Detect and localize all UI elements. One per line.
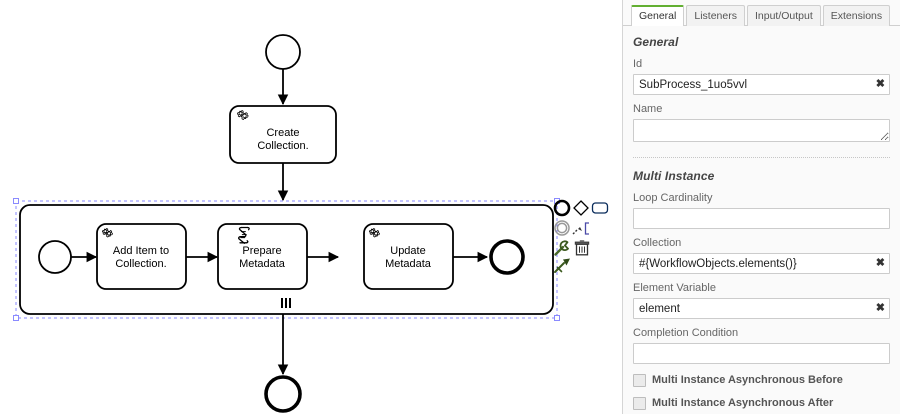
- end-event: [264, 375, 302, 413]
- properties-panel: General Listeners Input/Output Extension…: [622, 0, 900, 414]
- multi-instance-parallel-marker: [281, 298, 291, 308]
- name-textarea[interactable]: [633, 119, 890, 142]
- subprocess-end-event: [489, 239, 525, 275]
- async-after-label: Multi Instance Asynchronous After: [652, 397, 834, 409]
- delete-trash-icon[interactable]: [573, 239, 591, 257]
- context-pad[interactable]: [553, 199, 609, 275]
- tab-input-output[interactable]: Input/Output: [746, 5, 821, 26]
- field-element-variable: Element Variable ✖: [633, 282, 890, 319]
- clear-id-icon[interactable]: ✖: [875, 78, 885, 90]
- element-variable-input[interactable]: [633, 298, 890, 319]
- script-task-scroll-icon: [238, 226, 250, 244]
- completion-condition-input[interactable]: [633, 343, 890, 364]
- group-title-general: General: [633, 35, 679, 49]
- loop-cardinality-input[interactable]: [633, 208, 890, 229]
- service-task-gear-icon: [101, 228, 113, 238]
- append-intermediate-event-icon[interactable]: [553, 219, 571, 237]
- properties-tab-bar[interactable]: General Listeners Input/Output Extension…: [623, 0, 900, 26]
- append-text-annotation-icon[interactable]: [572, 219, 590, 237]
- change-type-wrench-icon[interactable]: [553, 239, 571, 257]
- task-label-line2: Metadata: [239, 258, 286, 270]
- task-label-line2: Collection.: [257, 140, 308, 152]
- properties-body: General Id ✖ Name Multi Instan: [623, 26, 900, 414]
- service-task-gear-icon: [368, 228, 380, 238]
- task-label-line1: Update: [390, 245, 425, 257]
- task-label-line1: Add Item to: [113, 245, 169, 257]
- field-label-element-variable: Element Variable: [633, 282, 716, 294]
- field-id: Id ✖: [633, 58, 890, 95]
- tab-general[interactable]: General: [631, 5, 685, 26]
- connect-arrow-icon[interactable]: [553, 257, 571, 275]
- task-create-collection: Create Collection.: [229, 105, 337, 164]
- group-multi-instance: Multi Instance Loop Cardinality Collecti…: [633, 157, 890, 414]
- id-input[interactable]: [633, 74, 890, 95]
- field-name: Name: [633, 103, 890, 147]
- async-after-checkbox[interactable]: [633, 397, 646, 410]
- field-completion-condition: Completion Condition: [633, 327, 890, 364]
- task-prepare-metadata: Prepare Metadata: [217, 223, 308, 290]
- append-task-icon[interactable]: [591, 200, 609, 218]
- start-event: [265, 34, 301, 70]
- field-label-collection: Collection: [633, 237, 682, 249]
- field-label-name: Name: [633, 103, 663, 115]
- subprocess-start-event: [38, 240, 72, 274]
- clear-collection-icon[interactable]: ✖: [875, 257, 885, 269]
- task-update-metadata: Update Metadata: [363, 223, 454, 290]
- group-general: General Id ✖ Name: [633, 26, 890, 147]
- tab-extensions[interactable]: Extensions: [822, 5, 891, 26]
- task-add-item-to-collection: Add Item to Collection.: [96, 223, 187, 290]
- task-label-line1: Create: [266, 127, 299, 139]
- service-task-gear-icon: [237, 110, 249, 120]
- collection-input[interactable]: [633, 253, 890, 274]
- field-collection: Collection ✖: [633, 237, 890, 274]
- append-gateway-icon[interactable]: [572, 199, 590, 217]
- checkbox-row-async-before[interactable]: Multi Instance Asynchronous Before: [633, 374, 890, 387]
- clear-element-variable-icon[interactable]: ✖: [875, 302, 885, 314]
- group-title-multi-instance: Multi Instance: [633, 169, 715, 183]
- field-label-loop-cardinality: Loop Cardinality: [633, 192, 713, 204]
- checkbox-row-async-after[interactable]: Multi Instance Asynchronous After: [633, 397, 890, 410]
- async-before-label: Multi Instance Asynchronous Before: [652, 374, 843, 386]
- task-label-line2: Collection.: [115, 258, 166, 270]
- field-label-id: Id: [633, 58, 643, 70]
- task-label-line1: Prepare: [242, 245, 281, 257]
- async-before-checkbox[interactable]: [633, 374, 646, 387]
- diagram-canvas[interactable]: Create Collection.: [0, 0, 622, 414]
- field-loop-cardinality: Loop Cardinality: [633, 192, 890, 229]
- field-label-completion-condition: Completion Condition: [633, 327, 739, 339]
- append-end-event-icon[interactable]: [553, 199, 571, 217]
- tab-listeners[interactable]: Listeners: [686, 5, 745, 26]
- task-label-line2: Metadata: [385, 258, 432, 270]
